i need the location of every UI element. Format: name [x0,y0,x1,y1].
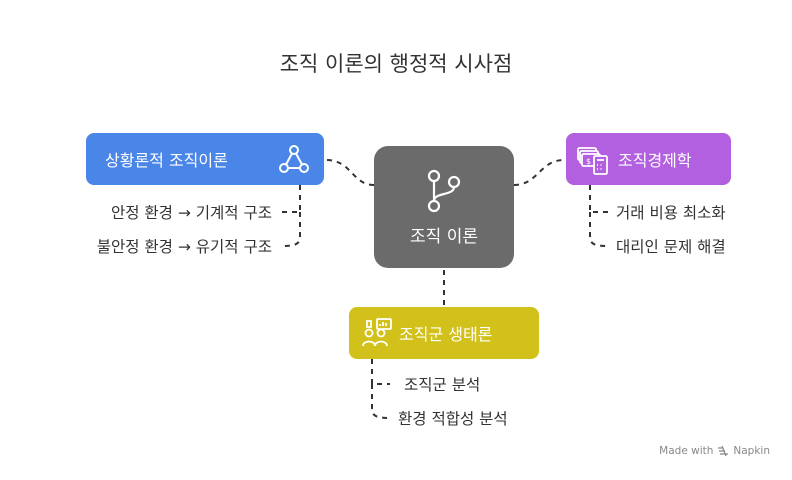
napkin-logo-icon [718,445,729,457]
branch-ecology: 조직군 생태론 [349,307,539,359]
center-label: 조직 이론 [410,227,478,247]
diagram-title: 조직 이론의 행정적 시사점 [279,52,513,76]
center-node: 조직 이론 [374,146,514,268]
economics-item-1: 거래 비용 최소화 [616,204,726,222]
connector-contingency-item-1 [282,185,301,213]
watermark-brand: Napkin [733,445,770,457]
branch-contingency-label: 상황론적 조직이론 [105,151,228,170]
economics-item-2: 대리인 문제 해결 [616,238,726,256]
connector-ecology-item-2 [371,384,391,419]
watermark-prefix: Made with [659,445,714,457]
network-nodes-icon [279,145,309,173]
money-calculator-icon: $ [577,147,608,175]
people-chart-icon [362,318,392,347]
contingency-item-1: 안정 환경 → 기계적 구조 [110,204,272,222]
napkin-watermark: Made with Napkin [659,445,770,457]
branch-icon [427,169,461,213]
connector-ecology-item-1 [371,359,390,385]
branch-ecology-label: 조직군 생태론 [399,325,493,344]
connector-center-economics [513,159,565,186]
ecology-item-2: 환경 적합성 분석 [398,410,508,428]
branch-economics-label: 조직경제학 [618,151,692,170]
svg-text:$: $ [586,157,591,166]
branch-contingency: 상황론적 조직이론 [86,133,324,185]
connector-center-contingency [325,159,375,186]
ecology-item-1: 조직군 분석 [404,376,481,394]
connector-economics-item-1 [589,185,608,213]
connector-economics-item-2 [589,212,609,247]
branch-economics: $ 조직경제학 [566,133,731,185]
connector-contingency-item-2 [281,212,301,247]
contingency-item-2: 불안정 환경 → 유기적 구조 [96,238,272,256]
